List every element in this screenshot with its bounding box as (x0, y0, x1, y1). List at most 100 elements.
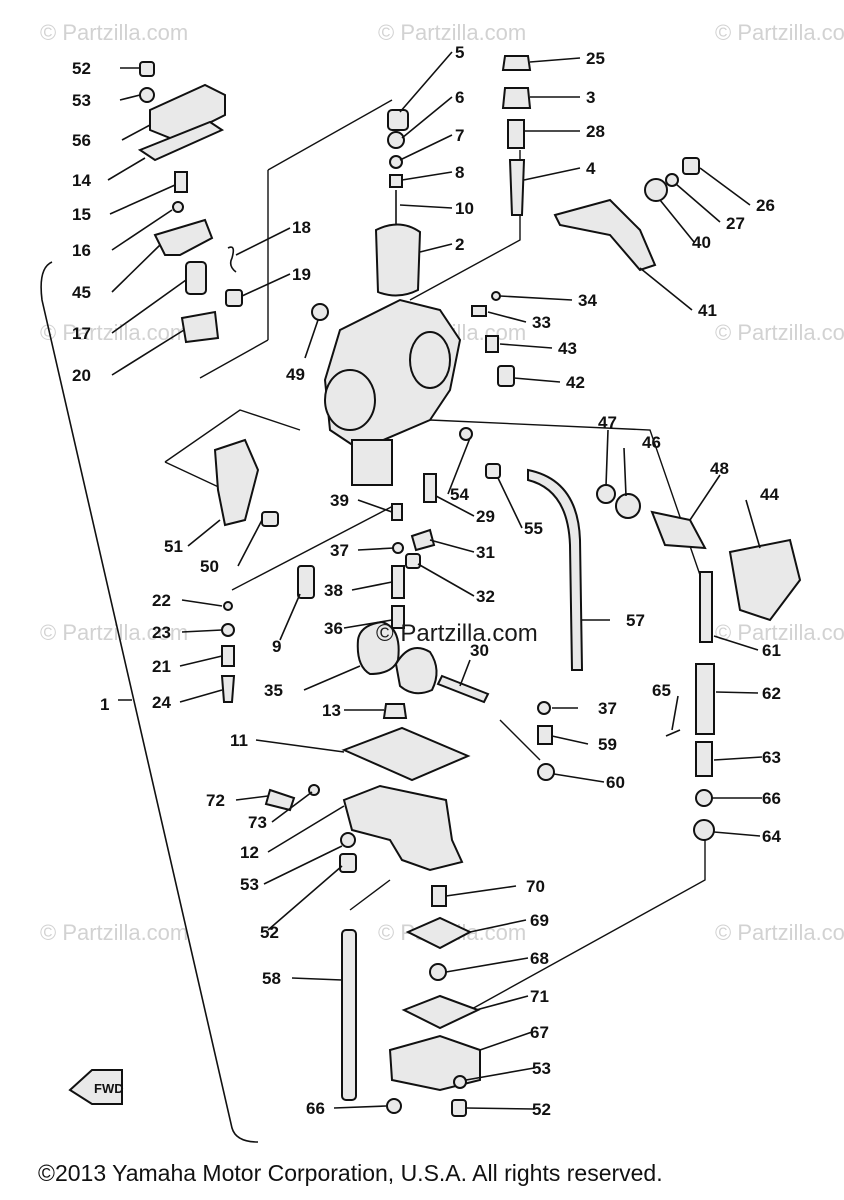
nut-66b (386, 1098, 402, 1114)
callout: 44 (760, 485, 779, 504)
callout: 69 (530, 911, 549, 930)
hose-57 (527, 468, 584, 671)
valve-36 (391, 605, 405, 629)
spring-48 (650, 510, 707, 550)
plunger-4 (508, 159, 526, 216)
float-group (356, 620, 490, 719)
ring-22 (223, 601, 233, 611)
screw-33 (471, 305, 487, 317)
callout: 38 (324, 581, 343, 600)
callout: 55 (524, 519, 543, 538)
callout: 33 (532, 313, 551, 332)
watermark: © Partzilla.com (378, 20, 527, 45)
washer-53c (453, 1075, 467, 1089)
screw-52c (451, 1099, 467, 1117)
callout: 9 (272, 637, 281, 656)
callout: 36 (324, 619, 343, 638)
callout: 52 (532, 1100, 551, 1119)
guide-line (349, 879, 391, 911)
callout: 35 (264, 681, 283, 700)
callout: 11 (230, 731, 248, 750)
spring-27 (665, 173, 679, 187)
guide-line (164, 409, 301, 463)
pin-65 (665, 729, 681, 737)
callout: 40 (692, 233, 711, 252)
pin-30 (436, 674, 490, 704)
slide-group (374, 109, 422, 297)
washer-49 (311, 303, 329, 321)
air-screw-group (220, 601, 236, 703)
callout: 47 (598, 413, 617, 432)
callout: 8 (455, 163, 464, 182)
callout: 45 (72, 283, 91, 302)
callout: 53 (532, 1059, 551, 1078)
cap-60 (537, 763, 555, 781)
callout: 31 (476, 543, 495, 562)
callout: 63 (762, 748, 781, 767)
callout: 23 (152, 623, 171, 642)
carburetor-body (311, 291, 515, 486)
guide-line (199, 170, 269, 379)
screw-9 (297, 565, 315, 599)
callout: 16 (72, 241, 91, 260)
plate-31 (410, 528, 436, 552)
spring-18 (227, 246, 237, 273)
callout: 46 (642, 433, 661, 452)
callout: 53 (72, 91, 91, 110)
washer-53b (340, 832, 356, 848)
callout: 17 (72, 324, 91, 343)
watermark: © Partzilla.com (715, 920, 844, 945)
pulley-group (596, 484, 802, 841)
shaft-61 (699, 571, 713, 643)
spring-70 (431, 885, 447, 907)
callout: 12 (240, 843, 259, 862)
ring-37b (537, 701, 551, 715)
watermark: © Partzilla.com (40, 20, 189, 45)
cap-group (501, 55, 532, 216)
callout: 72 (206, 791, 225, 810)
bolt-15 (174, 171, 188, 193)
float-chamber-upper (351, 439, 393, 486)
assembly-bracket (40, 261, 259, 1143)
fwd-label: FWD (94, 1081, 124, 1096)
float-35-right (394, 647, 438, 695)
holder-3 (501, 87, 532, 109)
callout: 50 (200, 557, 219, 576)
plate-8 (389, 174, 403, 188)
callout: 67 (530, 1023, 549, 1042)
callout: 62 (762, 684, 781, 703)
screw-52 (139, 61, 155, 77)
spring-21 (221, 645, 235, 667)
float-bowl-group (264, 726, 471, 873)
cap-64 (693, 819, 715, 841)
tube-58 (341, 929, 357, 1101)
guide-line (499, 719, 541, 761)
jet-13 (382, 703, 408, 719)
needle-jet-38 (391, 565, 405, 599)
holder-17 (185, 261, 207, 295)
choke-group (213, 438, 279, 527)
guide-line (409, 150, 521, 301)
callout: 71 (530, 987, 549, 1006)
intake-bore (324, 369, 376, 431)
callout: 18 (292, 218, 311, 237)
outlet-bore (409, 331, 451, 389)
guide-line (469, 840, 706, 1011)
callout-labels: 52 53 56 14 15 16 45 17 20 18 19 5 6 7 8… (72, 43, 781, 1119)
callout: 61 (762, 641, 781, 660)
callout: 37 (598, 699, 617, 718)
callout: 26 (756, 196, 775, 215)
callout: 43 (558, 339, 577, 358)
callout: 48 (710, 459, 729, 478)
leader-lines (107, 51, 763, 1110)
callout: 14 (72, 171, 91, 190)
pump-group (386, 885, 481, 1117)
diaphragm-69 (405, 916, 473, 950)
callout: 1 (100, 695, 109, 714)
collar-47 (596, 484, 616, 504)
callout: 60 (606, 773, 625, 792)
choke-lever-51 (213, 438, 260, 527)
callout: 3 (586, 88, 595, 107)
throttle-valve-2 (374, 223, 422, 297)
